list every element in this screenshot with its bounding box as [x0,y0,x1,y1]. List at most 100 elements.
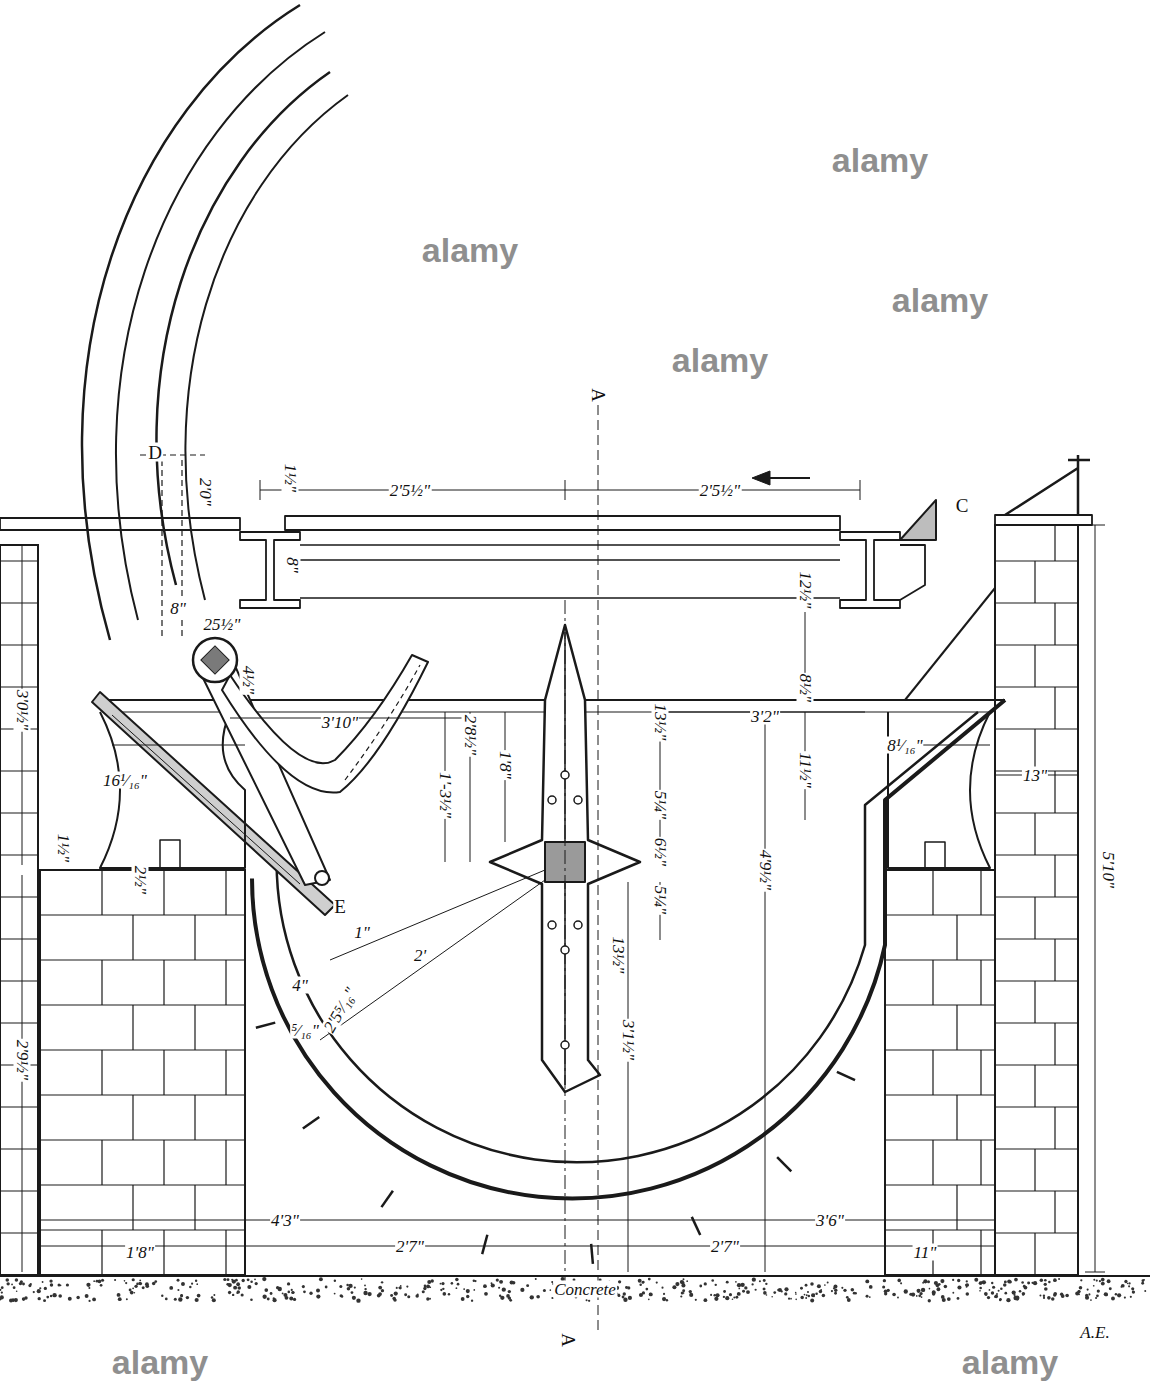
concrete-dot [13,1286,16,1289]
concrete-dot [1044,1283,1047,1286]
concrete-dot [262,1295,266,1299]
masonry-joint [0,1022,38,1023]
masonry-joint [225,1050,226,1095]
concrete-dot [695,1299,697,1301]
masonry-joint [132,1185,133,1230]
masonry-joint [956,1185,957,1230]
concrete-dot [732,1298,734,1300]
concrete-dot [623,1292,626,1295]
concrete-dot [86,1283,90,1287]
concrete-dot [535,1278,537,1280]
concrete-dot [180,1294,183,1297]
masonry-block [885,870,995,1275]
masonry-joint [0,812,38,813]
concrete-dot [142,1286,145,1289]
masonry-joint [0,644,38,645]
masonry-joint [163,1140,164,1185]
concrete-dot [869,1285,873,1289]
masonry-joint [1054,1191,1055,1233]
concrete-dot [390,1294,393,1297]
concrete-dot [725,1296,729,1300]
concrete-dot [154,1280,157,1283]
concrete-dot [19,1282,22,1285]
concrete-dot [1061,1294,1065,1298]
dimension-label: ⁵⁄₁₆" [290,1022,320,1039]
dimension-line [112,712,1078,775]
concrete-dot [781,1290,783,1292]
concrete-dot [510,1280,514,1284]
concrete-dot [93,1280,95,1282]
concrete-dot [46,1296,49,1299]
chute-lip [900,500,936,540]
dimension-label: 4" [291,977,309,994]
concrete-dot [617,1294,620,1297]
rib [482,1235,487,1254]
pin [315,871,329,885]
concrete-dot [921,1288,925,1292]
concrete-dot [442,1288,444,1290]
concrete-dot [1006,1298,1010,1302]
concrete-dot [440,1289,442,1291]
dimension-label: 2'5½" [389,482,432,499]
concrete-dot [989,1289,991,1291]
masonry-joint [980,960,981,1005]
concrete-dot [22,1297,26,1301]
rib [591,1244,593,1264]
concrete-dot [1101,1282,1105,1286]
dimension-label: 1½" [55,833,72,863]
masonry-joint [995,602,1078,603]
dimension-label: 1½" [282,463,299,493]
masonry-joint [995,1064,1078,1065]
concrete-dot [682,1278,684,1280]
concrete-dot [1127,1283,1129,1285]
dimension-label: 3'6" [815,1212,845,1229]
masonry-block [0,545,38,1275]
dimension-line [260,480,860,500]
concrete-dot [0,1289,1,1291]
dimension-label: 8½" [797,673,814,703]
masonry-joint [132,1095,133,1140]
masonry-joint [163,870,164,915]
concrete-dot [831,1290,833,1292]
concrete-dot [15,1278,18,1281]
concrete-dot [922,1282,924,1284]
concrete-dot [177,1279,180,1282]
masonry-joint [1054,771,1055,813]
masonry-joint [40,1184,245,1185]
concrete-dot [661,1287,663,1289]
concrete-dot [309,1292,312,1295]
concrete-dot [291,1289,293,1291]
concrete-dot [484,1292,488,1296]
dimension-label: 2'8½" [462,714,479,757]
pedestal [100,712,245,868]
concrete-dot [904,1289,908,1293]
concrete-dot [865,1279,869,1283]
masonry-joint [0,602,38,603]
concrete-dot [509,1299,512,1302]
masonry-joint [932,1140,933,1185]
concrete-dot [1095,1297,1097,1299]
concrete-dot [622,1296,625,1299]
concrete-dot [285,1296,289,1300]
concrete-dot [471,1300,473,1302]
concrete-dot [586,1299,588,1301]
masonry-joint [101,1140,102,1185]
concrete-dot [334,1293,336,1295]
concrete-dot [882,1285,885,1288]
concrete-dot [784,1287,788,1291]
concrete-dot [778,1288,782,1292]
concrete-dot [746,1290,750,1294]
watermark: alamy [671,343,769,377]
concrete-dot [662,1297,666,1301]
concrete-dot [841,1287,843,1289]
masonry-joint [995,980,1078,981]
masonry-joint [40,1139,245,1140]
concrete-dot [1088,1293,1090,1295]
concrete-dot [723,1290,726,1293]
concrete-dot [1000,1287,1003,1290]
concrete-dot [1128,1282,1130,1284]
masonry-joint [995,686,1078,687]
concrete-dot [348,1284,352,1288]
concrete-dot [508,1290,511,1293]
concrete-dot [991,1282,993,1284]
